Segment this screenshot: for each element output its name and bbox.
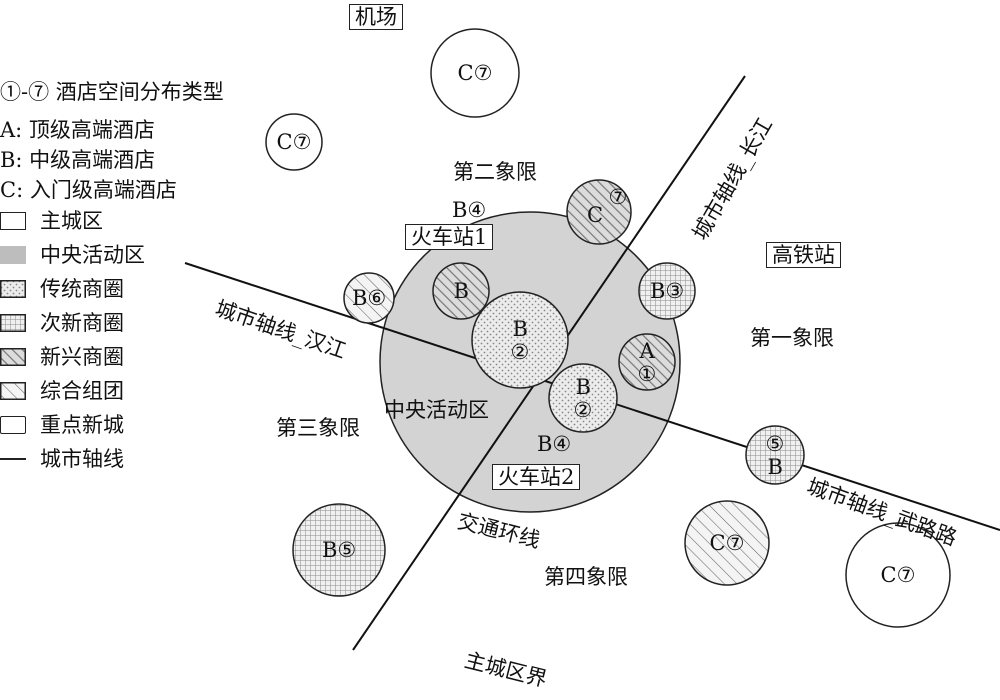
swatch-main (0, 212, 26, 230)
hotel-label-h12: ⑤ (765, 432, 785, 456)
hotel-label-h4: B④ (452, 198, 487, 222)
swatch-subnew (0, 314, 26, 332)
hotel-label-h7: B③ (650, 279, 685, 303)
quadrant-1-label: 第一象限 (750, 326, 834, 350)
hotel-label-h11: B④ (537, 432, 572, 456)
hotel-label-h8: B (512, 317, 528, 341)
hotel-circle-h13 (292, 503, 386, 597)
legend-type-b: B: 中级高端酒店 (0, 148, 156, 172)
swatch-emerging (0, 348, 26, 366)
swatch-axis (0, 458, 26, 460)
hotel-circle-h8 (471, 291, 569, 389)
hotel-circle-h7 (638, 262, 696, 320)
hotel-circle-h14 (684, 500, 770, 586)
hotel-label-h14: C⑦ (709, 531, 745, 555)
hotel-sublabel-h9: ① (637, 362, 657, 386)
hotel-circle-h6 (343, 272, 395, 324)
legend-item-main: 主城区 (0, 206, 103, 236)
legend-item-traditional: 传统商圈 (0, 274, 124, 304)
legend-item-newcity: 重点新城 (0, 410, 124, 440)
hotel-label-h10: B (575, 375, 591, 399)
legend-type-c: C: 入门级高端酒店 (0, 178, 177, 202)
legend-label-newcity: 重点新城 (40, 413, 124, 437)
swatch-newcity (0, 416, 26, 434)
quadrant-4-label: 第四象限 (544, 565, 628, 589)
swatch-cluster (0, 382, 26, 400)
hotel-circles (265, 28, 951, 628)
hotel-sublabel-h8: ② (510, 340, 530, 364)
train-station-1-label: 火车站1 (405, 224, 494, 250)
hotel-circle-h5 (432, 262, 490, 320)
legend-label-main: 主城区 (40, 209, 103, 233)
hotel-sublabel-h10: ② (573, 398, 593, 422)
hotel-circle-h9 (618, 333, 676, 391)
swatch-traditional (0, 280, 26, 298)
central-area-label: 中央活动区 (384, 398, 489, 422)
legend-item-emerging: 新兴商圈 (0, 342, 124, 372)
legend-item-subnew: 次新商圈 (0, 308, 124, 338)
hotel-circle-h1 (430, 28, 520, 118)
hotel-label-h5: B (453, 279, 469, 303)
hotel-sublabel-h12: B (767, 455, 783, 479)
quadrant-2-label: 第二象限 (453, 160, 537, 184)
hotel-label-h15: C⑦ (880, 563, 916, 587)
hotel-label-h13: B⑤ (322, 538, 357, 562)
airport-label: 机场 (349, 4, 403, 30)
hotel-circle-h12 (745, 425, 805, 485)
legend-type-a: A: 顶级高端酒店 (0, 118, 155, 142)
legend-item-axis: 城市轴线 (0, 444, 124, 474)
hotel-label-h6: B⑥ (352, 286, 387, 310)
hotel-circle-h2 (265, 113, 323, 171)
hotel-label-h1: C⑦ (457, 61, 493, 85)
hotel-label-h9: A (639, 339, 655, 363)
legend-title: ①-⑦ 酒店空间分布类型 (0, 80, 224, 104)
legend-label-axis: 城市轴线 (40, 447, 124, 471)
legend-label-traditional: 传统商圈 (40, 277, 124, 301)
legend-label-emerging: 新兴商圈 (40, 345, 124, 369)
hotel-label-h2: C⑦ (276, 130, 312, 154)
hotel-circle-h3 (566, 179, 632, 245)
hotel-label-h3: C (587, 203, 604, 227)
legend-label-subnew: 次新商圈 (40, 311, 124, 335)
legend-label-central: 中央活动区 (40, 243, 145, 267)
swatch-central (0, 246, 26, 264)
high-speed-station-label: 高铁站 (766, 242, 841, 268)
legend-item-cluster: 综合组团 (0, 376, 124, 406)
hotel-suplabel-h3: ⑦ (608, 185, 628, 209)
legend-item-central: 中央活动区 (0, 240, 145, 270)
quadrant-3-label: 第三象限 (276, 416, 360, 440)
train-station-2-label: 火车站2 (492, 464, 581, 490)
hotel-circle-h15 (845, 522, 951, 628)
hotel-circle-h10 (548, 363, 618, 433)
legend-label-cluster: 综合组团 (40, 379, 124, 403)
